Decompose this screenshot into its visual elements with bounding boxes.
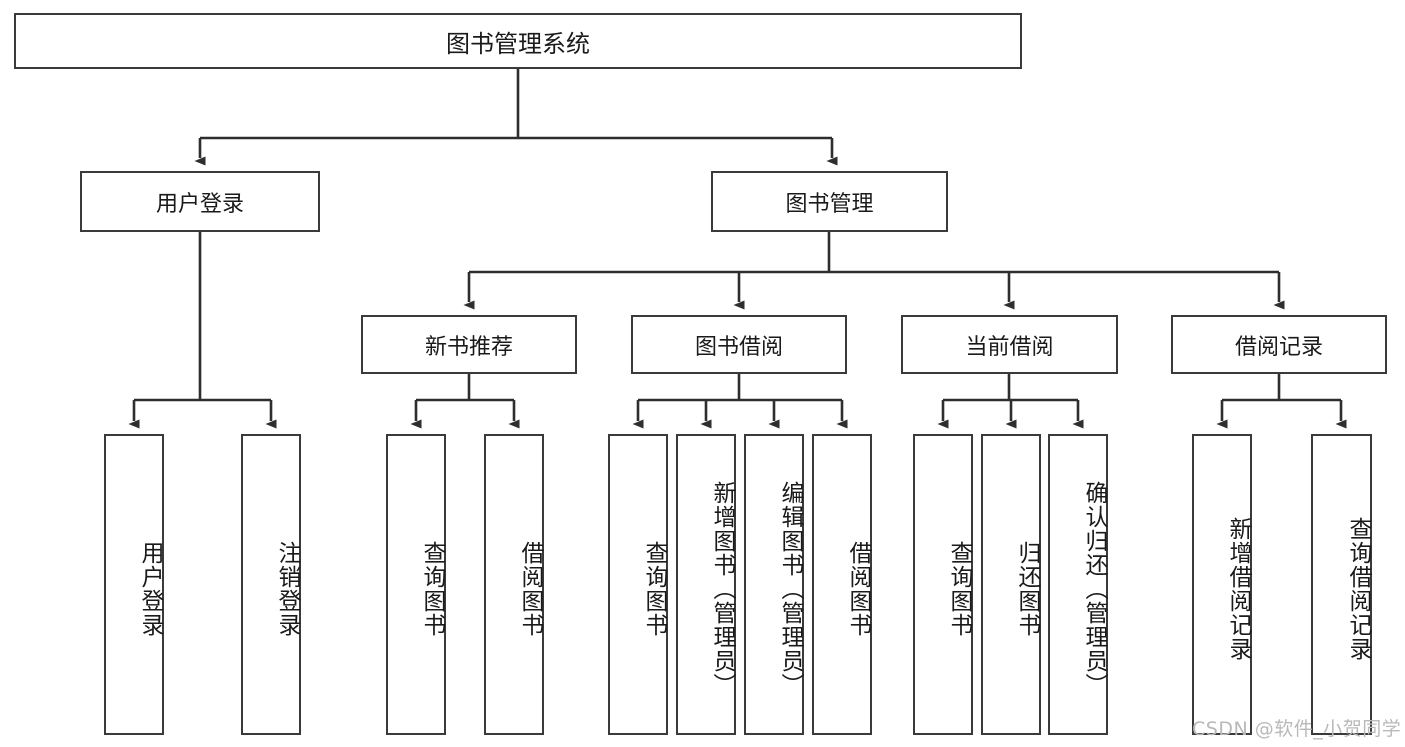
node-label: 查询图书 (641, 540, 667, 637)
node-leaf-query-book-recommend[interactable]: 查询图书 (386, 434, 446, 735)
node-label: 查询借阅记录 (1345, 516, 1371, 661)
node-label: 编辑图书（管理员） (777, 480, 803, 697)
node-level2-new-book-recommend[interactable]: 新书推荐 (361, 315, 577, 374)
node-leaf-add-borrow-record[interactable]: 新增借阅记录 (1192, 434, 1252, 735)
node-leaf-query-book-current[interactable]: 查询图书 (913, 434, 973, 735)
node-label: 查询图书 (419, 540, 445, 637)
node-leaf-user-login[interactable]: 用户登录 (104, 434, 164, 735)
node-label: 图书借阅 (694, 334, 783, 360)
node-label: 借阅图书 (845, 540, 871, 637)
node-leaf-edit-book-admin[interactable]: 编辑图书（管理员） (744, 434, 804, 735)
node-label: 归还图书 (1014, 540, 1040, 637)
node-level2-borrow-record[interactable]: 借阅记录 (1171, 315, 1387, 374)
node-label: 新增借阅记录 (1225, 516, 1251, 661)
node-leaf-query-borrow-record[interactable]: 查询借阅记录 (1311, 434, 1372, 735)
node-label: 确认归还（管理员） (1081, 480, 1107, 697)
node-leaf-user-logout[interactable]: 注销登录 (241, 434, 301, 735)
node-leaf-add-book-admin[interactable]: 新增图书（管理员） (676, 434, 736, 735)
node-label: 新增图书（管理员） (709, 480, 735, 697)
node-root-system[interactable]: 图书管理系统 (14, 13, 1022, 69)
node-leaf-query-book-borrow[interactable]: 查询图书 (608, 434, 668, 735)
node-leaf-return-book[interactable]: 归还图书 (981, 434, 1041, 735)
node-leaf-borrow-book-recommend[interactable]: 借阅图书 (484, 434, 544, 735)
node-leaf-borrow-book[interactable]: 借阅图书 (812, 434, 872, 735)
node-label: 注销登录 (274, 540, 300, 637)
node-label: 用户登录 (137, 540, 163, 637)
node-label: 当前借阅 (965, 334, 1054, 360)
node-label: 图书管理 (785, 191, 874, 217)
node-leaf-confirm-return-admin[interactable]: 确认归还（管理员） (1048, 434, 1108, 735)
node-level1-book-management[interactable]: 图书管理 (711, 171, 948, 232)
node-level1-user-login[interactable]: 用户登录 (80, 171, 320, 232)
node-label: 借阅记录 (1234, 334, 1323, 360)
node-label: 用户登录 (155, 191, 244, 217)
node-label: 借阅图书 (517, 540, 543, 637)
node-label: 图书管理系统 (446, 29, 590, 58)
watermark-text: CSDN @软件_小贺同学 (1192, 718, 1402, 740)
node-label: 新书推荐 (424, 334, 513, 360)
node-label: 查询图书 (946, 540, 972, 637)
node-level2-book-borrow[interactable]: 图书借阅 (631, 315, 847, 374)
node-level2-current-borrow[interactable]: 当前借阅 (901, 315, 1118, 374)
